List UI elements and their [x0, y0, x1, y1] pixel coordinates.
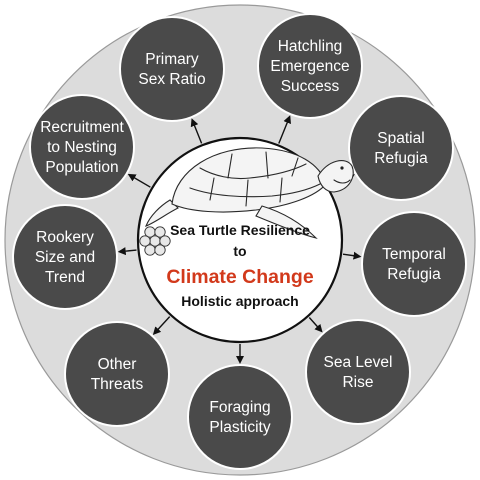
factor-label: Refugia — [374, 150, 428, 167]
factor-label: Temporal — [382, 246, 446, 263]
factor-circle — [348, 95, 454, 201]
factor-circle — [119, 16, 225, 122]
factor-circle — [305, 319, 411, 425]
factor-label: Refugia — [387, 266, 441, 283]
factor-label: Sex Ratio — [138, 71, 205, 88]
sea-turtle-illustration — [139, 147, 354, 256]
arrow-to-hatchling-emergence-success — [278, 115, 291, 144]
factor-label: to Nesting — [47, 139, 117, 156]
center-hub: Sea Turtle Resilience to Climate Change … — [136, 136, 354, 344]
factor-label: Threats — [91, 376, 144, 393]
factor-label: Sea Level — [324, 354, 393, 371]
factor-label: Hatchling — [278, 38, 343, 55]
center-subtitle: Holistic approach — [181, 293, 298, 309]
factor-circle — [64, 321, 170, 427]
factor-circle — [361, 211, 467, 317]
factor-label: Foraging — [209, 399, 270, 416]
factor-circle — [187, 364, 293, 470]
factor-label: Primary — [145, 51, 199, 68]
factor-label: Plasticity — [209, 419, 270, 436]
arrow-to-recruitment-to-nesting-population — [127, 173, 151, 188]
center-connector: to — [233, 243, 246, 259]
factor-circle — [29, 94, 135, 200]
arrow-to-primary-sex-ratio — [190, 118, 203, 144]
factor-label: Recruitment — [40, 119, 124, 136]
center-highlight: Climate Change — [166, 266, 314, 288]
factor-label: Rookery — [36, 229, 94, 246]
arrow-to-rookery-size-and-trend — [117, 247, 137, 256]
factor-label: Other — [98, 356, 137, 373]
factor-circle — [12, 204, 118, 310]
factor-circle — [257, 13, 363, 119]
factor-label: Emergence — [270, 58, 349, 75]
factor-label: Spatial — [377, 130, 424, 147]
factor-label: Population — [45, 159, 118, 176]
factor-label: Trend — [45, 269, 85, 286]
factor-label: Rise — [342, 374, 373, 391]
factor-label: Success — [281, 78, 340, 95]
arrow-to-temporal-refugia — [342, 251, 362, 260]
center-title: Sea Turtle Resilience — [170, 222, 310, 238]
factor-label: Size and — [35, 249, 95, 266]
eggs-cluster — [139, 226, 171, 256]
arrow-to-other-threats — [152, 316, 171, 335]
arrow-to-sea-level-rise — [308, 317, 323, 333]
